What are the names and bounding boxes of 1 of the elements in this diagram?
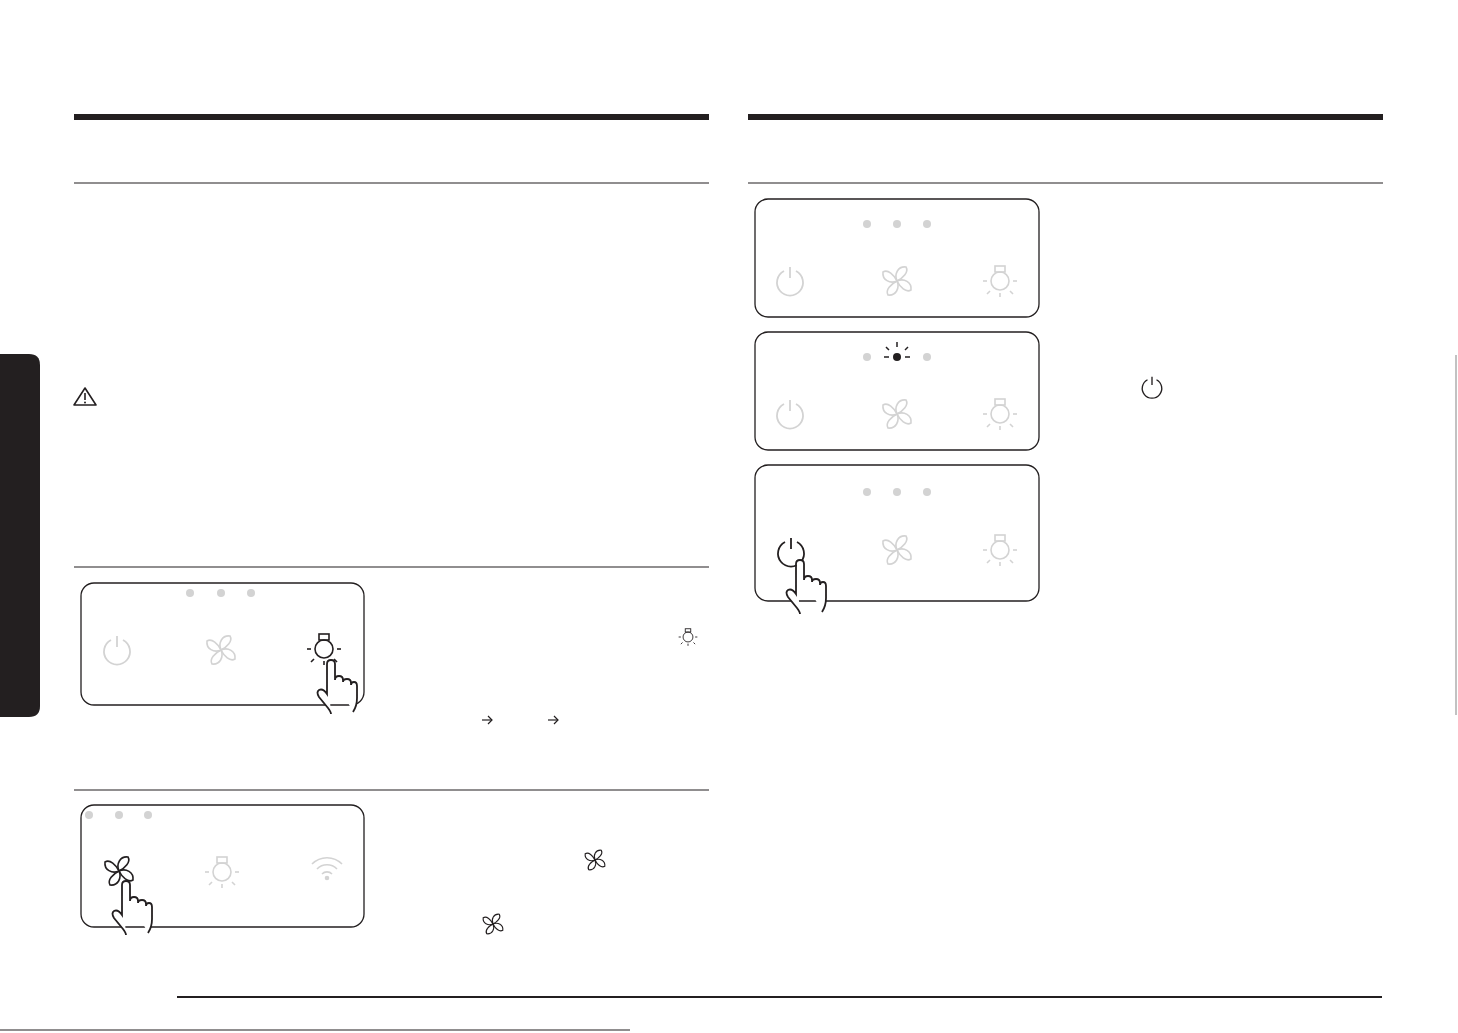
side-tab	[0, 354, 40, 717]
